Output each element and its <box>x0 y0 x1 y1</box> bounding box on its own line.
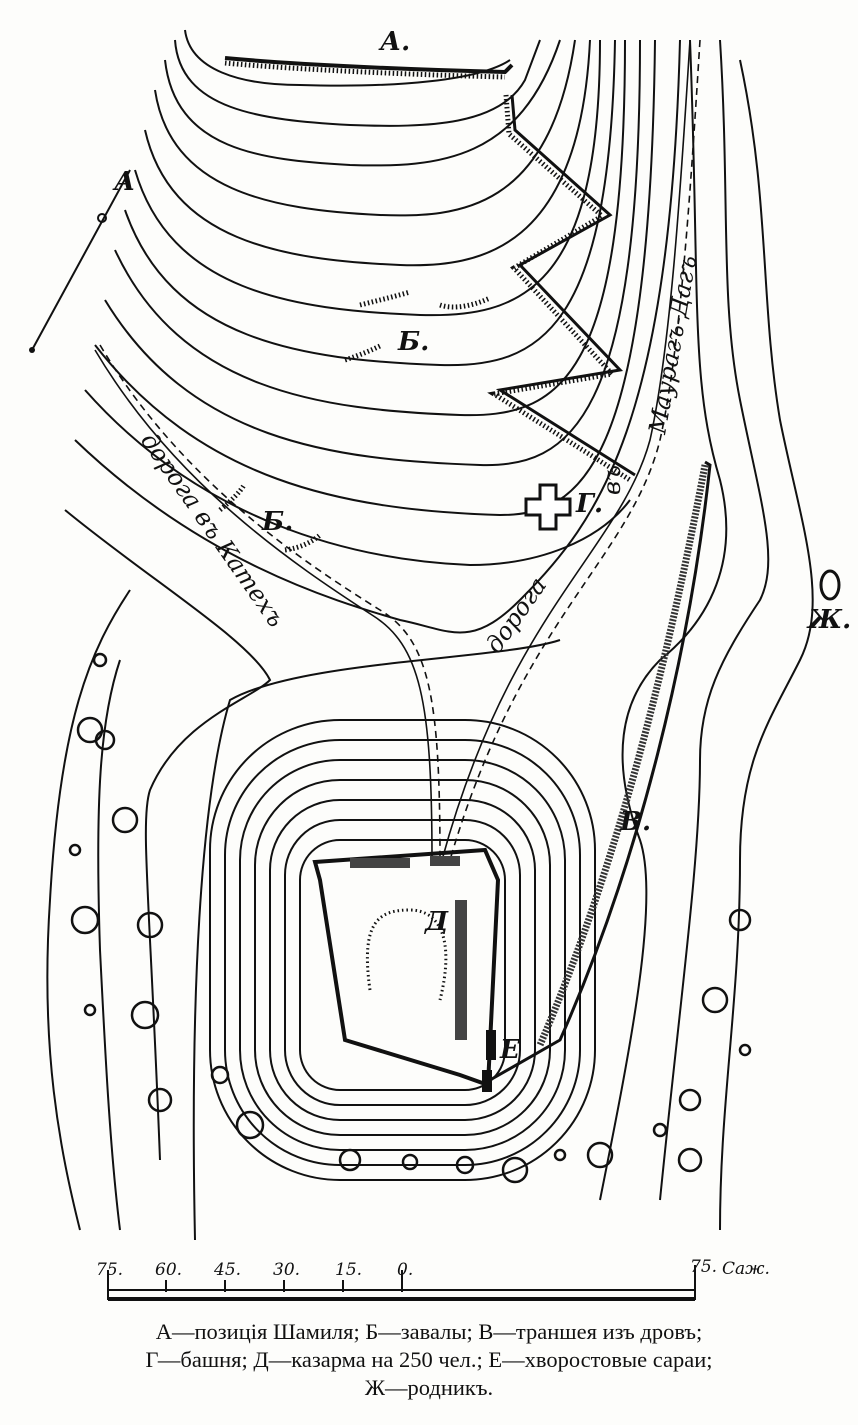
label-b-lower: Б. <box>261 507 293 537</box>
zigzag-barricade-line <box>487 94 636 483</box>
label-a: А. <box>378 27 410 57</box>
road-label-mauragh-3: Маурагъ-Дагъ <box>643 253 702 437</box>
label-g: Г. <box>575 489 603 519</box>
scale-unit: Саж. <box>722 1259 770 1279</box>
contour-lines-hill <box>192 639 596 1241</box>
label-d: Д <box>423 907 449 937</box>
barracks-fort-d: Д Е <box>312 847 521 1092</box>
scale-tick: 30. <box>273 1260 300 1280</box>
legend-line: Ж—родникъ. <box>364 1375 494 1400</box>
contour-lines-upper <box>46 29 814 1231</box>
shamil-position-a: А. <box>224 27 514 80</box>
scale-tick: 15. <box>335 1260 362 1280</box>
north-arrow-icon: А <box>29 167 135 353</box>
bushes <box>68 652 752 1184</box>
label-zh: Ж. <box>806 605 851 635</box>
label-e: Е <box>499 1035 521 1065</box>
firewood-trench-v: В. <box>489 460 712 1082</box>
legend-line: Г—башня; Д—казарма на 250 чел.; Е—хворос… <box>145 1347 713 1372</box>
scale-bar: 75. 60. 45. 30. 15. 0. 75. Саж. <box>96 1257 770 1301</box>
barricades-b: Б. Б. <box>218 289 492 553</box>
scale-tick: 45. <box>213 1260 241 1280</box>
map-legend: А—позиція Шамиля; Б—завалы; В—траншея из… <box>0 1318 858 1402</box>
legend-line: А—позиція Шамиля; Б—завалы; В—траншея из… <box>155 1319 703 1344</box>
scale-tick: 0. <box>397 1260 413 1280</box>
tower-g: Г. <box>524 483 603 531</box>
label-v: В. <box>619 807 651 837</box>
roads: дорога въ Катехъ дорога въ Маурагъ-Дагъ <box>94 39 702 861</box>
spring-zh: Ж. <box>806 569 851 635</box>
scale-tick: 75. <box>690 1257 717 1277</box>
road-label-mauragh-2: въ <box>598 465 626 495</box>
scale-tick: 60. <box>155 1260 182 1280</box>
label-b-upper: Б. <box>397 327 429 357</box>
north-arrow-label: А <box>112 167 135 197</box>
scale-tick: 75. <box>96 1260 123 1280</box>
fortification-map: А А. <box>29 27 851 1301</box>
